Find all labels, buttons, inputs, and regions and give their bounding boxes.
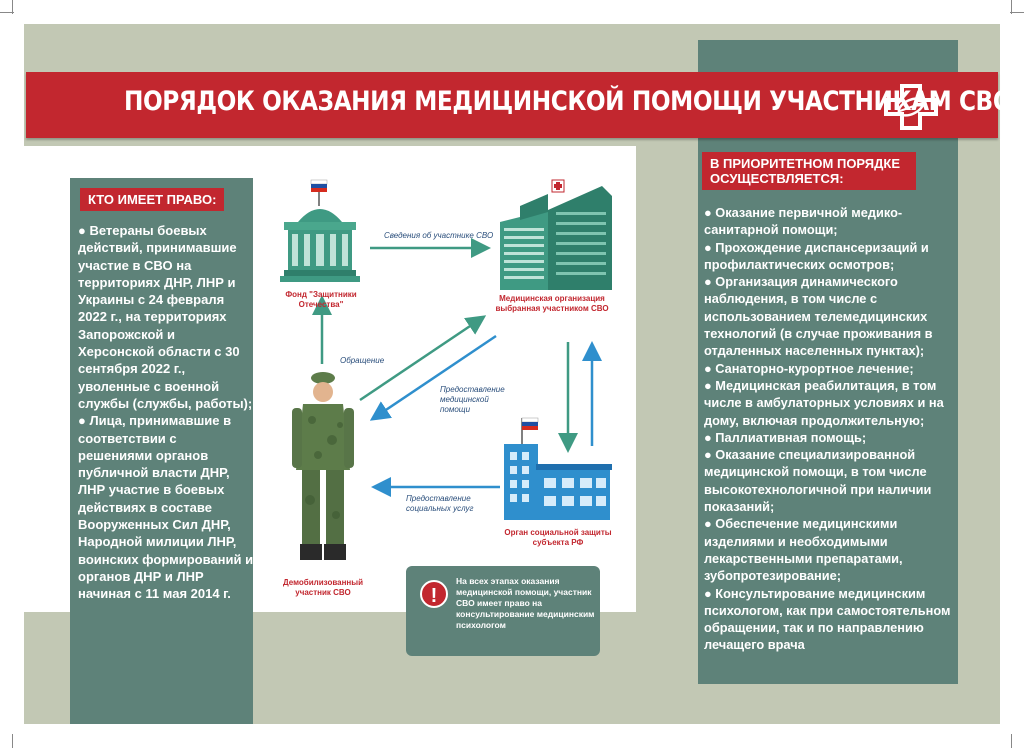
psychologist-notice: ! На всех этапах оказания медицинской по… [406,566,600,656]
exclamation-icon: ! [420,580,448,608]
social-label: Орган социальной защиты субъекта РФ [504,528,612,547]
page-title: ПОРЯДОК ОКАЗАНИЯ МЕДИЦИНСКОЙ ПОМОЩИ УЧАС… [124,86,1013,117]
list-item: ● Медицинская реабилитация, в том числе … [704,377,944,428]
list-item: ● Ветераны боевых действий, принимавшие … [78,223,253,411]
crop-mark [1011,734,1012,748]
medorg-label: Медицинская организация выбранная участн… [495,294,609,313]
social-building-icon [504,417,612,520]
left-panel-list: ● Ветераны боевых действий, принимавшие … [78,222,254,603]
edge-med-label: Предоставление медицинской помощи [440,385,505,414]
medical-cross-logo-icon [884,84,938,130]
right-panel-heading: В ПРИОРИТЕТНОМ ПОРЯДКЕ ОСУЩЕСТВЛЯЕТСЯ: [702,152,916,190]
list-item: ● Обеспечение медицинскими изделиями и н… [704,516,903,584]
list-item: ● Прохождение диспансеризаций и профилак… [704,239,929,272]
edge-social-label: Предоставление социальных услуг [406,494,474,513]
hospital-building-icon [500,179,612,290]
list-item: ● Оказание первичной медико-санитарной п… [704,205,903,238]
list-item: ● Санаторно-курортное лечение; [704,360,914,376]
crop-mark [12,734,13,748]
right-panel-list: ● Оказание первичной медико-санитарной п… [704,204,956,654]
list-item: ● Оказание специализированной медицинско… [704,447,932,515]
crop-mark [0,12,14,13]
list-item: ● Паллиативная помощь; [704,429,867,445]
crop-mark [12,0,13,14]
soldier-label: Демобилизованный участник СВО [282,578,364,597]
crop-mark [1011,0,1012,14]
right-panel [698,40,958,684]
crop-mark [1010,12,1024,13]
edge-info-label: Сведения об участнике СВО [384,231,494,240]
list-item: ● Организация динамического наблюдения, … [704,274,933,359]
title-banner: ПОРЯДОК ОКАЗАНИЯ МЕДИЦИНСКОЙ ПОМОЩИ УЧАС… [26,72,1013,138]
notice-text: На всех этапах оказания медицинской помо… [456,576,595,630]
edge-appeal-label: Обращение [340,356,385,365]
fund-label: Фонд "Защитники Отечества" [285,290,357,309]
list-item: ● Консультирование медицинским психолого… [704,585,951,653]
soldier-figure-icon [292,372,354,560]
list-item: ● Лица, принимавшие в соответствии с реш… [78,413,254,602]
left-panel-heading: КТО ИМЕЕТ ПРАВО: [80,188,225,211]
diagram-arrows [312,238,602,497]
fund-building-icon [280,179,360,282]
left-panel [70,178,253,724]
